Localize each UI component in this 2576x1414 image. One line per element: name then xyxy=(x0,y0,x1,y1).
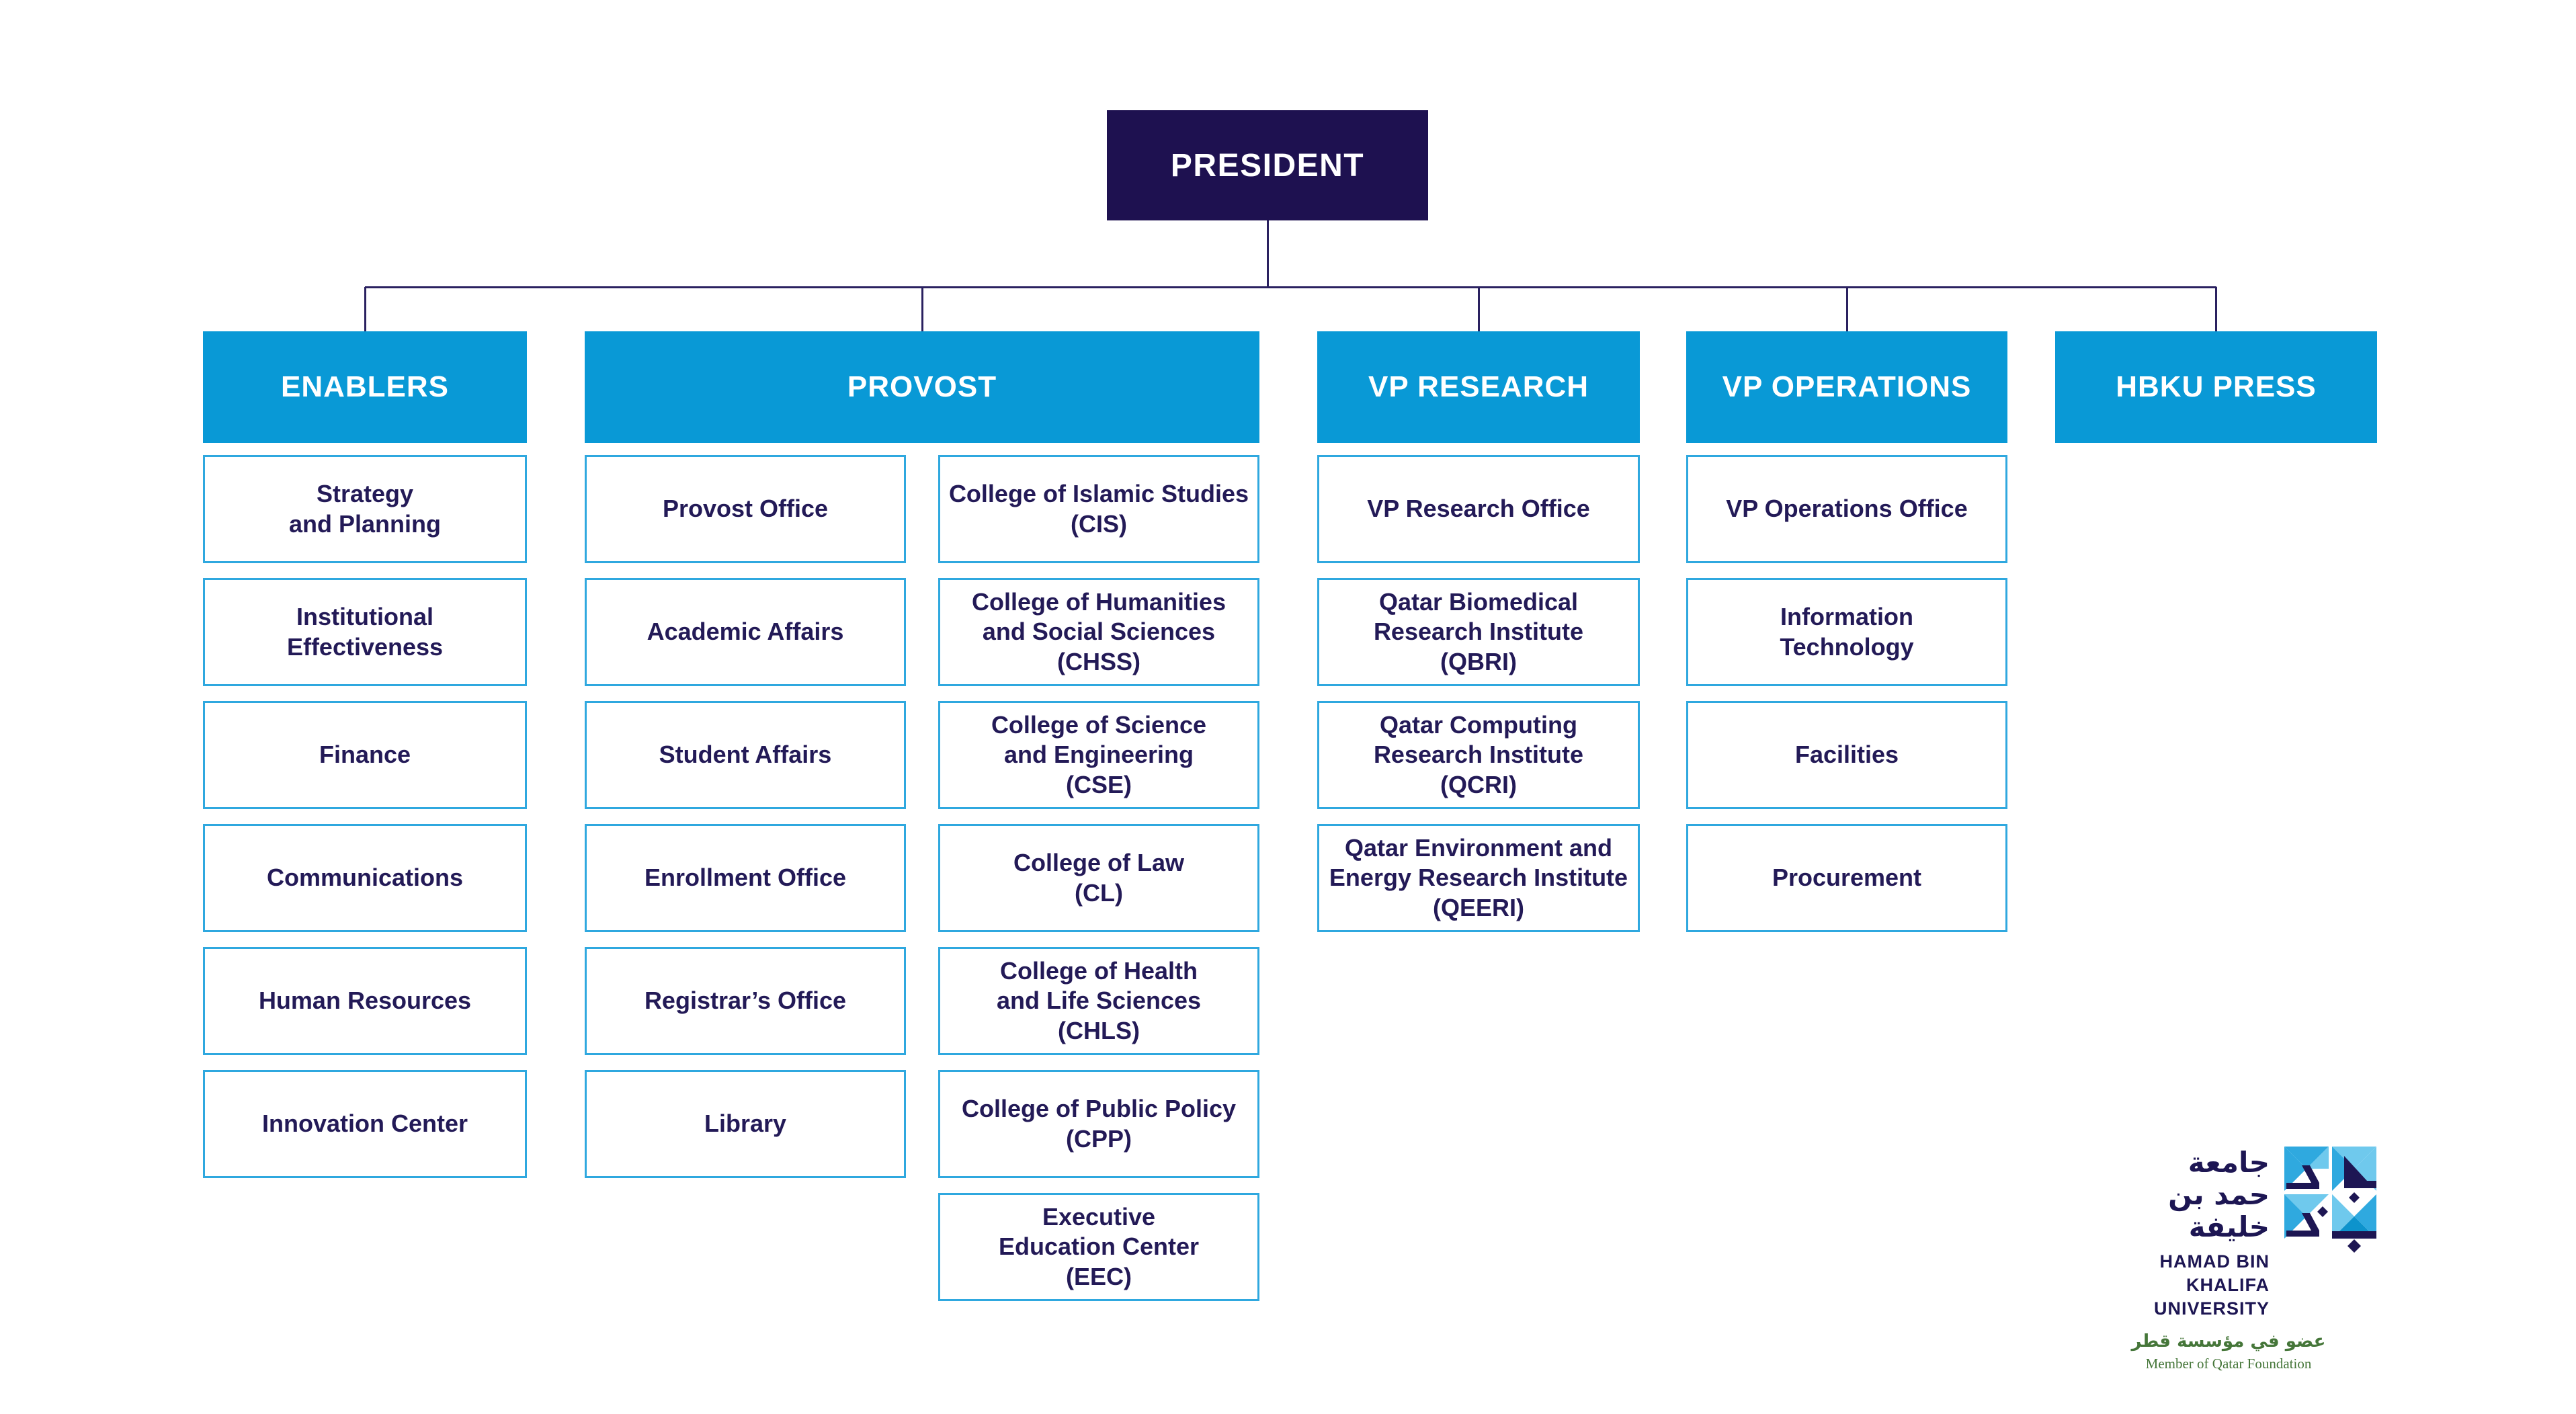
connector-branch-drop xyxy=(921,287,923,331)
logo-latin-line2: UNIVERSITY xyxy=(2153,1298,2270,1319)
org-box: College of Health and Life Sciences (CHL… xyxy=(938,947,1259,1055)
org-box: College of Science and Engineering (CSE) xyxy=(938,701,1259,809)
hbku-logo-mark-icon xyxy=(2284,1147,2376,1253)
org-box: Communications xyxy=(203,824,527,932)
org-box: Enrollment Office xyxy=(585,824,906,932)
org-box: Finance xyxy=(203,701,527,809)
hbku-logo-wordmark: جامعة حمد بن خليفة HAMAD BIN KHALIFA UNI… xyxy=(2079,1147,2270,1321)
logo-member-english: Member of Qatar Foundation xyxy=(2145,1355,2312,1372)
org-box: Qatar Environment and Energy Research In… xyxy=(1317,824,1640,932)
hbku-logo-lockup: جامعة حمد بن خليفة HAMAD BIN KHALIFA UNI… xyxy=(2079,1147,2378,1321)
connector-branch-drop xyxy=(1845,287,1848,331)
org-box: Strategy and Planning xyxy=(203,455,527,563)
connector-branch-drop xyxy=(2215,287,2217,331)
org-box: Information Technology xyxy=(1686,578,2007,686)
org-box: Provost Office xyxy=(585,455,906,563)
hbku-logo: جامعة حمد بن خليفة HAMAD BIN KHALIFA UNI… xyxy=(2079,1147,2378,1372)
org-box: VP Research Office xyxy=(1317,455,1640,563)
branch-header-enablers: ENABLERS xyxy=(203,331,527,443)
org-box: Academic Affairs xyxy=(585,578,906,686)
org-box: Registrar’s Office xyxy=(585,947,906,1055)
connector-horizontal-rail xyxy=(365,286,2216,288)
org-box: College of Public Policy (CPP) xyxy=(938,1070,1259,1178)
org-box: Student Affairs xyxy=(585,701,906,809)
org-box: Innovation Center xyxy=(203,1070,527,1178)
president-box: PRESIDENT xyxy=(1107,110,1428,220)
president-label: PRESIDENT xyxy=(1170,147,1365,183)
org-box: College of Islamic Studies (CIS) xyxy=(938,455,1259,563)
org-box: Executive Education Center (EEC) xyxy=(938,1193,1259,1301)
org-box: Institutional Effectiveness xyxy=(203,578,527,686)
connector-branch-drop xyxy=(1477,287,1480,331)
org-box: VP Operations Office xyxy=(1686,455,2007,563)
org-box: College of Law (CL) xyxy=(938,824,1259,932)
org-box: Library xyxy=(585,1070,906,1178)
org-box: College of Humanities and Social Science… xyxy=(938,578,1259,686)
logo-arabic-line1: جامعة xyxy=(2188,1146,2270,1179)
connector-president-stem xyxy=(1266,220,1269,287)
logo-member-arabic: عضو في مؤسسة قطر xyxy=(2131,1331,2326,1351)
branch-header-hbku-press: HBKU PRESS xyxy=(2055,331,2377,443)
connector-branch-drop xyxy=(364,287,366,331)
logo-arabic-line2: حمد بن خليفة xyxy=(2168,1177,2270,1243)
branch-header-provost: PROVOST xyxy=(585,331,1259,443)
org-box: Procurement xyxy=(1686,824,2007,932)
logo-latin-line1: HAMAD BIN KHALIFA xyxy=(2159,1251,2270,1295)
branch-header-vp-operations: VP OPERATIONS xyxy=(1686,331,2007,443)
org-box: Qatar Computing Research Institute (QCRI… xyxy=(1317,701,1640,809)
branch-header-vp-research: VP RESEARCH xyxy=(1317,331,1640,443)
org-box: Facilities xyxy=(1686,701,2007,809)
org-box: Human Resources xyxy=(203,947,527,1055)
qatar-foundation-membership: عضو في مؤسسة قطر Member of Qatar Foundat… xyxy=(2079,1331,2378,1372)
org-box: Qatar Biomedical Research Institute (QBR… xyxy=(1317,578,1640,686)
